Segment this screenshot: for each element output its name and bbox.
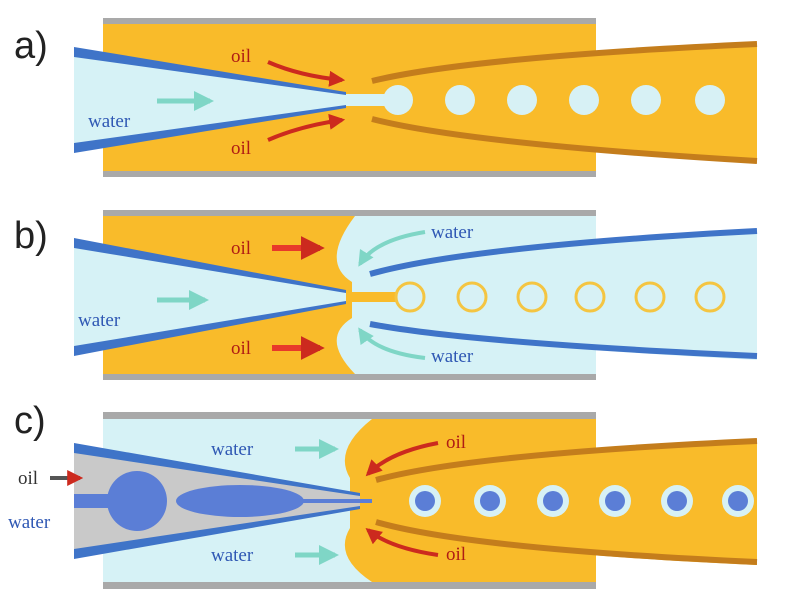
- panel-b-capillary-wall-bottom: [74, 301, 346, 356]
- panel-a-oil-label-top: oil: [231, 46, 251, 67]
- panel-a-droplets: [383, 85, 725, 115]
- panel-c-droplets: [409, 485, 754, 517]
- panel-c-inner-jet: [300, 499, 372, 503]
- panel-b-oil-jet: [346, 292, 396, 302]
- panel-c-oil-label-bottom: oil: [446, 544, 466, 565]
- panel-b-top-wall: [103, 210, 596, 216]
- panel-a-capillary-wall-top: [74, 47, 346, 95]
- panel-b-droplet: [694, 281, 726, 313]
- panel-c-top-wall: [103, 412, 596, 419]
- panel-b-droplet: [456, 281, 488, 313]
- panel-b-collection-wall-top: [369, 228, 758, 277]
- panel-b-water-label-bottom: water: [431, 346, 474, 367]
- panel-a: a) oil oil water: [14, 18, 758, 177]
- panel-a-top-wall: [103, 18, 596, 24]
- panel-a-water-jet: [346, 94, 386, 106]
- panel-c-capillary-wall-bottom: [74, 506, 360, 559]
- panel-b-collection-tube: [370, 229, 757, 360]
- panel-c-droplet-core: [605, 491, 625, 511]
- panel-b-water-arrow-bottom: [358, 327, 426, 360]
- panel-b-oil-label-bottom: oil: [231, 338, 251, 359]
- panel-a-label: a): [14, 25, 48, 67]
- panel-a-droplet: [445, 85, 475, 115]
- panel-c-label: c): [14, 400, 46, 442]
- panel-b-water-label: water: [78, 310, 121, 331]
- panel-c-collection-wall-bottom: [375, 519, 758, 565]
- panel-b-droplet: [516, 281, 548, 313]
- panel-a-oil-arrow-top: [267, 60, 346, 87]
- panel-b-injection-capillary: [74, 242, 346, 352]
- panel-b-oil-label-top: oil: [231, 238, 251, 259]
- panel-c-water-label-bottom: water: [211, 545, 254, 566]
- panel-b-label: b): [14, 215, 48, 257]
- panel-b-bottom-wall: [103, 374, 596, 380]
- panel-b-droplet: [574, 281, 606, 313]
- panel-c-water-label-top: water: [211, 439, 254, 460]
- panel-a-collection-tube: [372, 43, 757, 163]
- panel-c-capillary-wall-top: [74, 443, 360, 496]
- panel-a-droplet: [383, 85, 413, 115]
- panel-c-droplet-core: [543, 491, 563, 511]
- panel-a-droplet: [695, 85, 725, 115]
- panel-c: c): [8, 400, 758, 589]
- panel-a-collection-wall-bottom: [371, 116, 758, 164]
- panel-c-collection-wall-top: [375, 438, 758, 483]
- panel-b: b) oil oil water: [14, 210, 758, 380]
- panel-a-droplet: [631, 85, 661, 115]
- panel-c-droplet-core: [728, 491, 748, 511]
- panel-b-droplet: [634, 281, 666, 313]
- panel-b-capillary-wall-top: [74, 238, 346, 293]
- panel-c-oil-label-top: oil: [446, 432, 466, 453]
- panel-c-oil-arrow-top: [365, 441, 439, 477]
- panel-b-water-label-top: water: [431, 222, 474, 243]
- panel-a-oil-arrow-bottom: [267, 113, 346, 142]
- panel-b-droplets: [394, 281, 726, 313]
- panel-a-bottom-wall: [103, 171, 596, 177]
- panel-c-droplet-core: [415, 491, 435, 511]
- panel-b-water-arrow-top: [358, 230, 426, 267]
- panel-a-droplet: [507, 85, 537, 115]
- panel-c-inner-drop-large: [107, 471, 167, 531]
- panel-b-collection-wall-bottom: [369, 321, 758, 359]
- panel-a-oil-label-bottom: oil: [231, 138, 251, 159]
- panel-c-water-in-label: water: [8, 512, 51, 533]
- panel-b-droplet: [394, 281, 426, 313]
- panel-c-inner-drop-elongated: [176, 485, 304, 517]
- panel-c-oil-in-label: oil: [18, 468, 38, 489]
- panel-c-droplet-core: [667, 491, 687, 511]
- panel-a-water-label: water: [88, 111, 131, 132]
- panel-a-capillary-wall-bottom: [74, 105, 346, 153]
- panel-c-oil-arrow-bottom: [365, 527, 439, 557]
- panel-c-bottom-wall: [103, 582, 596, 589]
- panel-a-collection-wall-top: [371, 41, 758, 84]
- panel-a-droplet: [569, 85, 599, 115]
- panel-c-droplet-core: [480, 491, 500, 511]
